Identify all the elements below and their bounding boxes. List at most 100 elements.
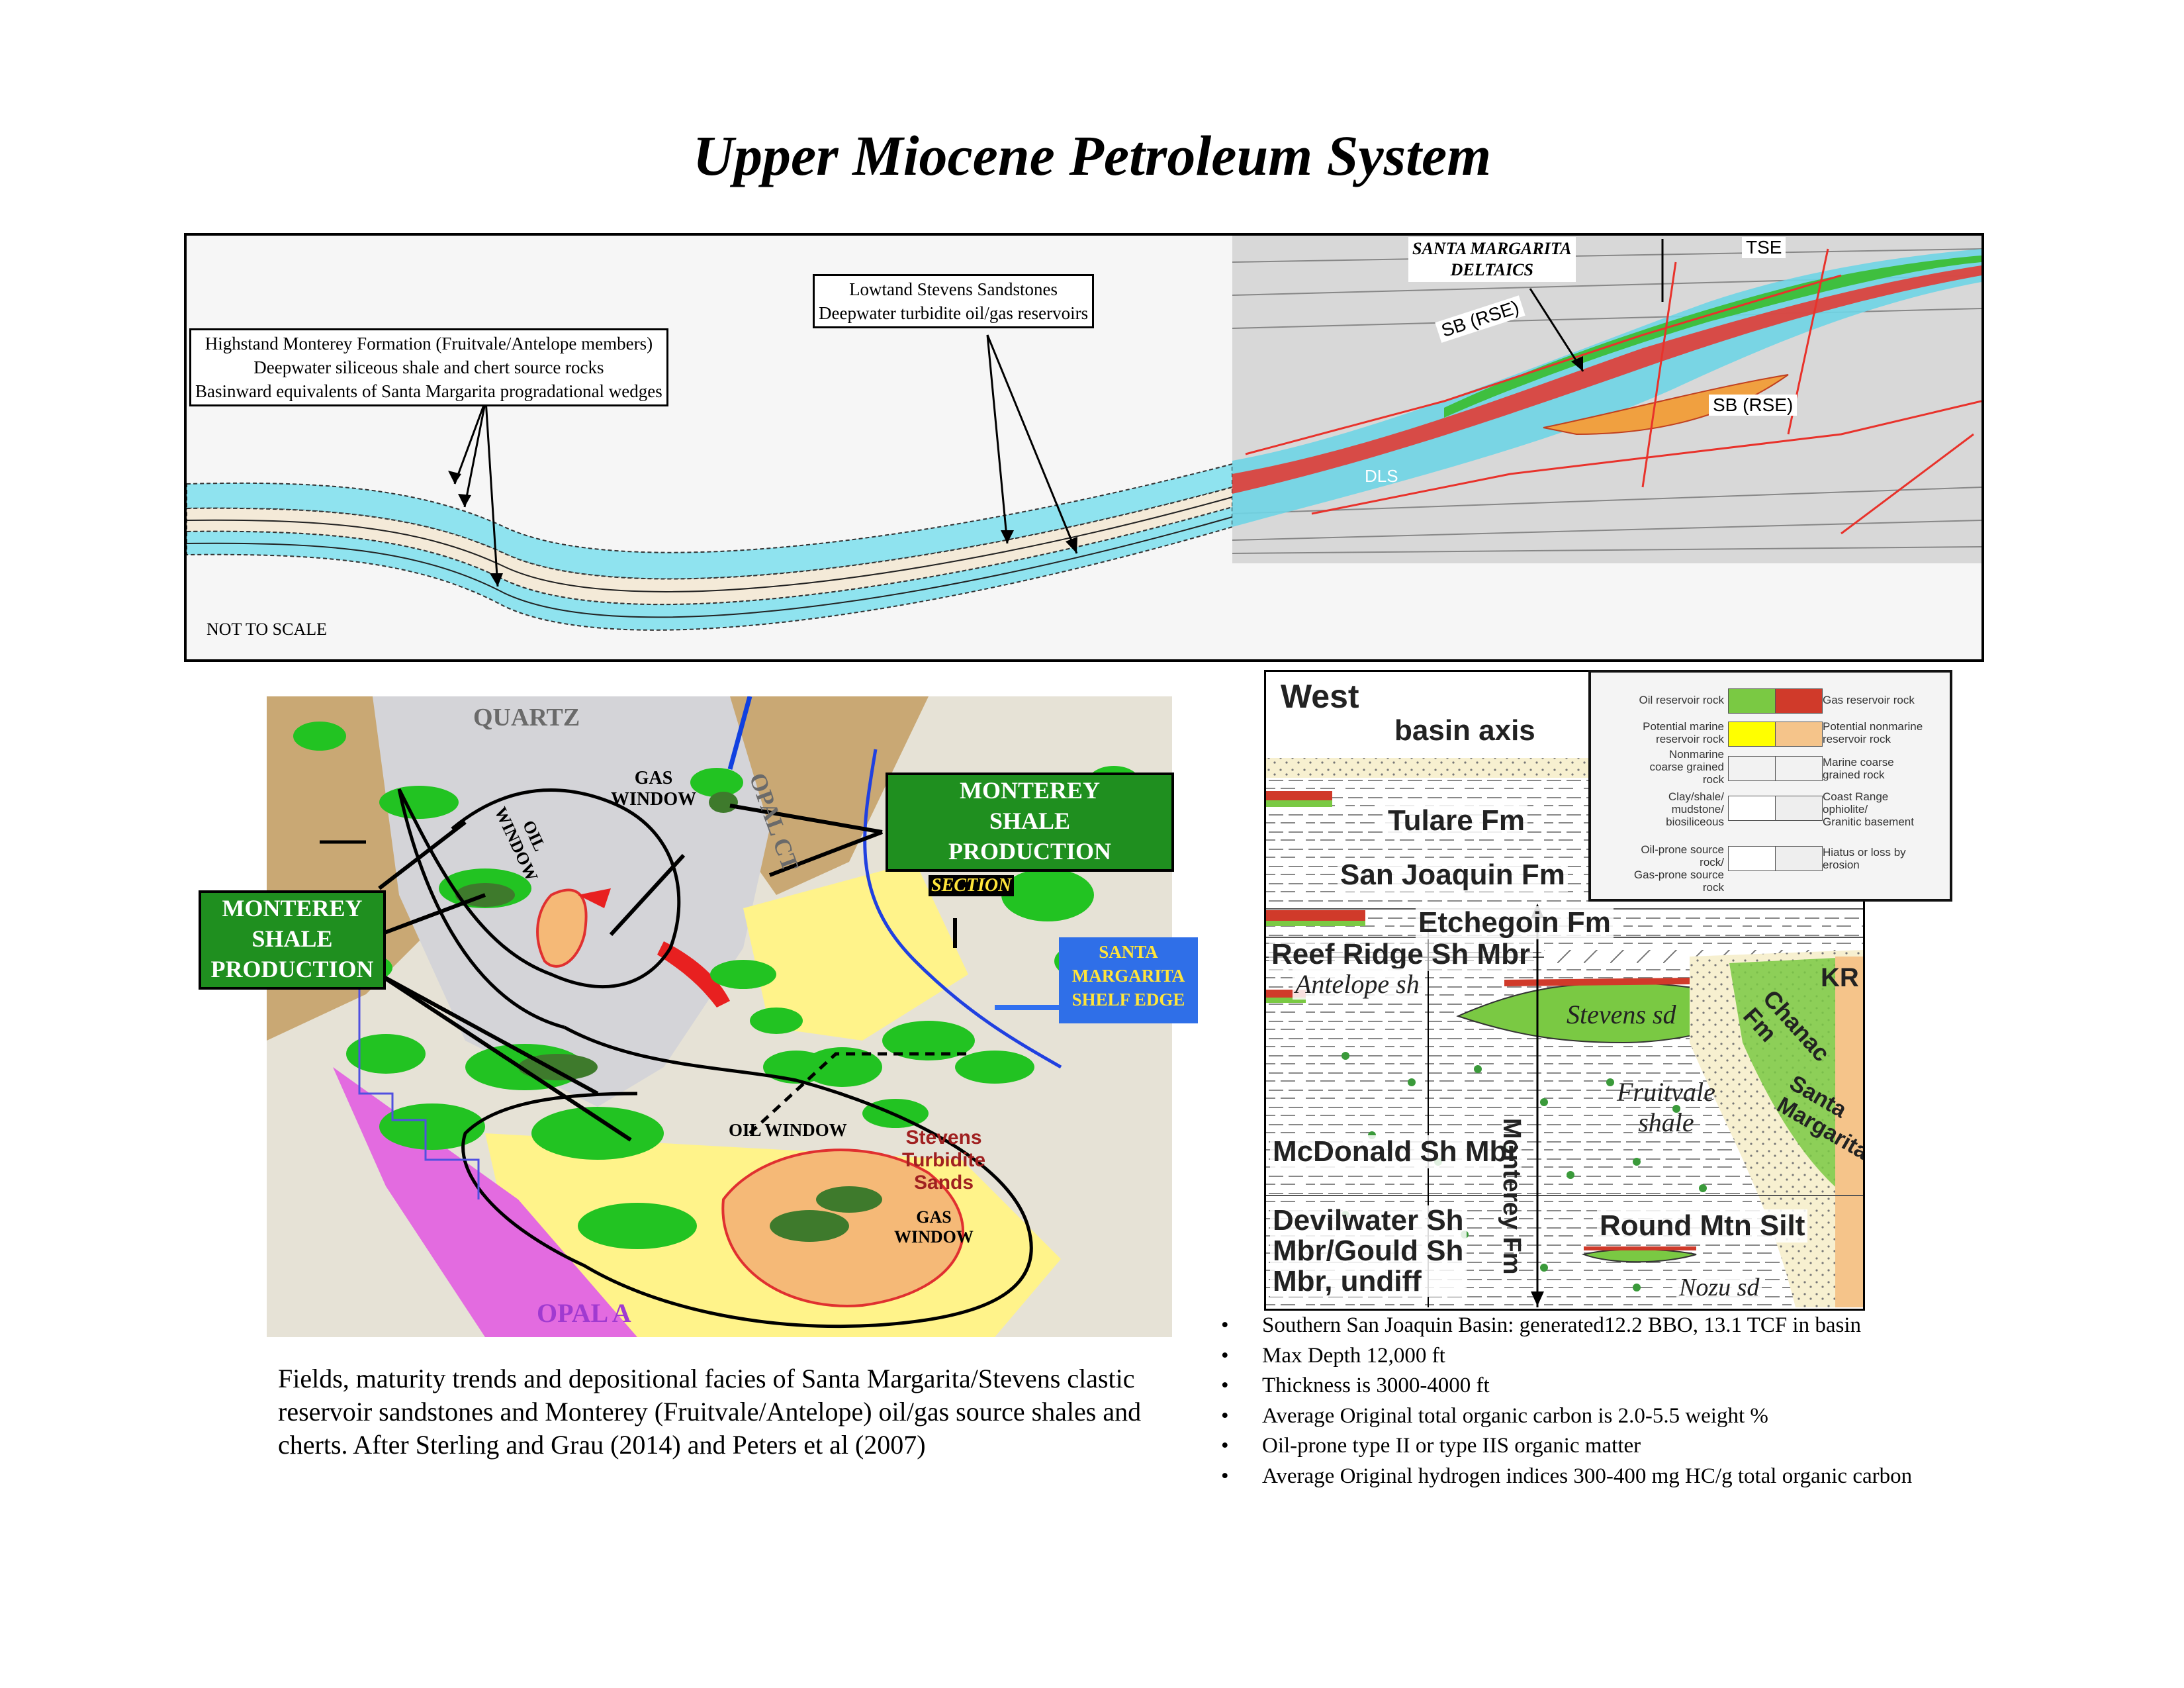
fact-item: Average Original hydrogen indices 300-40… xyxy=(1221,1462,2161,1492)
stevens-sand-band xyxy=(187,486,1233,606)
santa-margarita-deltaics-label: SANTA MARGARITA DELTAICS xyxy=(1408,237,1576,282)
fruitvale-line-2: shale xyxy=(1638,1107,1694,1137)
monterey-fm-label: Monterey Fm xyxy=(1498,1118,1525,1275)
gas-window-bottom-line-2: WINDOW xyxy=(894,1227,974,1246)
oil-window-label: OIL WINDOW xyxy=(729,1120,847,1140)
highstand-line-2: Deepwater siliceous shale and chert sour… xyxy=(253,357,604,377)
opal-a-label: OPAL A xyxy=(537,1298,631,1328)
etchegoin-fm-label: Etchegoin Fm xyxy=(1416,906,1614,939)
maturity-map-panel: QUARTZ OPAL CT OPAL A GAS WINDOW OIL WIN… xyxy=(267,696,1172,1337)
legend-swatch-marine-coarse xyxy=(1775,756,1823,781)
highstand-callout: Highstand Monterey Formation (Fruitvale/… xyxy=(189,328,668,406)
legend-clay-shale: Clay/shale/mudstone/biosiliceous xyxy=(1666,790,1724,828)
seismic-red-wedge xyxy=(1232,265,1981,494)
devilwater-line-2: Mbr/Gould Sh xyxy=(1273,1235,1464,1267)
legend-swatch-hiatus xyxy=(1775,846,1823,871)
legend-oil-reservoir: Oil reservoir rock xyxy=(1639,694,1724,706)
deltaics-line-1: SANTA MARGARITA xyxy=(1412,239,1572,258)
highstand-line-3: Basinward equivalents of Santa Margarita… xyxy=(195,381,662,401)
chanac-santa-margarita-wedge xyxy=(1729,957,1863,1208)
production-left-line-2: SHALE xyxy=(251,925,333,952)
production-right-line-1: MONTEREY xyxy=(959,777,1100,804)
lowstand-callout: Lowtand Stevens Sandstones Deepwater tur… xyxy=(813,274,1095,328)
devilwater-line-3: Mbr, undiff xyxy=(1273,1265,1422,1297)
stevens-line-3: Sands xyxy=(914,1172,974,1194)
legend-swatch-nonmarine xyxy=(1775,722,1823,747)
gas-window-bottom-line-1: GAS xyxy=(916,1207,952,1227)
kr-label: KR xyxy=(1821,963,1859,992)
gas-window-top-line-2: WINDOW xyxy=(611,789,697,810)
legend-swatch-gas xyxy=(1775,688,1823,714)
monterey-production-box-right: MONTEREY SHALE PRODUCTION xyxy=(886,773,1174,872)
quartz-label: QUARTZ xyxy=(473,704,580,731)
unnamed-label: unnamed xyxy=(1860,1123,1865,1212)
section-line xyxy=(749,1052,968,1135)
gas-window-top-line-1: GAS xyxy=(634,768,673,788)
gas-window-bottom-label: GAS WINDOW xyxy=(894,1207,974,1247)
monterey-shale-band-lower xyxy=(187,506,1233,631)
shelf-line-1: SANTA xyxy=(1099,942,1158,962)
highstand-line-1: Highstand Monterey Formation (Fruitvale/… xyxy=(205,334,653,353)
shelf-line-2: MARGARITA xyxy=(1071,966,1185,986)
legend-swatch-nonmarine-coarse xyxy=(1728,756,1776,781)
devilwater-label: Devilwater Sh Mbr/Gould Sh Mbr, undiff xyxy=(1270,1205,1467,1297)
fruitvale-shale-label: Fruitvale shale xyxy=(1614,1077,1718,1138)
round-mtn-silt-label: Round Mtn Silt xyxy=(1597,1209,1808,1243)
section-label: SECTION xyxy=(929,875,1015,896)
basin-facts-list: Southern San Joaquin Basin: generated12.… xyxy=(1221,1311,2161,1491)
san-joaquin-fm-label: San Joaquin Fm xyxy=(1338,859,1568,892)
dls-label: DLS xyxy=(1365,466,1398,486)
stevens-sd-label: Stevens sd xyxy=(1567,1000,1676,1029)
santa-margarita-shelf-edge-box: SANTA MARGARITA SHELF EDGE xyxy=(1059,937,1198,1023)
lowstand-line-2: Deepwater turbidite oil/gas reservoirs xyxy=(819,303,1089,323)
gas-window-top-label: GAS WINDOW xyxy=(611,768,696,810)
stevens-turbidite-label: Stevens Turbidite Sands xyxy=(902,1127,985,1194)
production-left-line-1: MONTEREY xyxy=(222,895,363,921)
fact-item: Max Depth 12,000 ft xyxy=(1221,1341,2161,1372)
production-right-line-3: PRODUCTION xyxy=(948,838,1111,865)
devilwater-line-1: Devilwater Sh xyxy=(1273,1204,1464,1237)
legend-swatch-ophiolite xyxy=(1775,796,1823,821)
west-label: West xyxy=(1281,678,1359,715)
antelope-sh-label: Antelope sh xyxy=(1293,968,1422,1000)
legend-swatch-oil xyxy=(1728,688,1776,714)
nozu-sd-label: Nozu sd xyxy=(1676,1273,1762,1302)
fruitvale-line-1: Fruitvale xyxy=(1617,1077,1715,1107)
production-left-line-3: PRODUCTION xyxy=(210,956,374,982)
tse-label: TSE xyxy=(1742,237,1786,258)
shelf-line-3: SHELF EDGE xyxy=(1071,990,1185,1009)
monterey-production-box-left: MONTEREY SHALE PRODUCTION xyxy=(199,890,386,990)
page-title: Upper Miocene Petroleum System xyxy=(692,124,1492,187)
legend-swatch-source xyxy=(1728,846,1776,871)
stevens-line-1: Stevens xyxy=(905,1127,982,1149)
fact-item: Oil-prone type II or type IIS organic ma… xyxy=(1221,1431,2161,1462)
basin-axis-label: basin axis xyxy=(1394,714,1535,747)
deltaics-line-2: DELTAICS xyxy=(1450,260,1533,279)
cross-section-graphic xyxy=(187,236,1981,631)
map-caption: Fields, maturity trends and depositional… xyxy=(278,1364,1142,1460)
legend-gas-reservoir: Gas reservoir rock xyxy=(1823,694,1915,706)
reef-ridge-label: Reef Ridge Sh Mbr xyxy=(1269,938,1533,971)
cross-section-panel: Highstand Monterey Formation (Fruitvale/… xyxy=(184,233,1984,662)
legend-swatch-marine xyxy=(1728,722,1776,747)
not-to-scale-label: NOT TO SCALE xyxy=(206,620,328,639)
legend-swatch-clay xyxy=(1728,796,1776,821)
sb-rse-lower-label: SB (RSE) xyxy=(1709,395,1797,416)
seismic-orange-lens xyxy=(1543,374,1789,436)
mcdonald-sh-label: McDonald Sh Mbr xyxy=(1270,1135,1522,1168)
tulare-fm-label: Tulare Fm xyxy=(1385,804,1528,837)
fact-item: Average Original total organic carbon is… xyxy=(1221,1401,2161,1432)
lowstand-line-1: Lowtand Stevens Sandstones xyxy=(849,279,1058,299)
fact-item: Southern San Joaquin Basin: generated12.… xyxy=(1221,1311,2161,1341)
stevens-line-2: Turbidite xyxy=(902,1149,986,1171)
production-right-line-2: SHALE xyxy=(989,808,1071,834)
shelf-edge-line xyxy=(863,749,1062,1069)
fact-item: Thickness is 3000-4000 ft xyxy=(1221,1371,2161,1401)
